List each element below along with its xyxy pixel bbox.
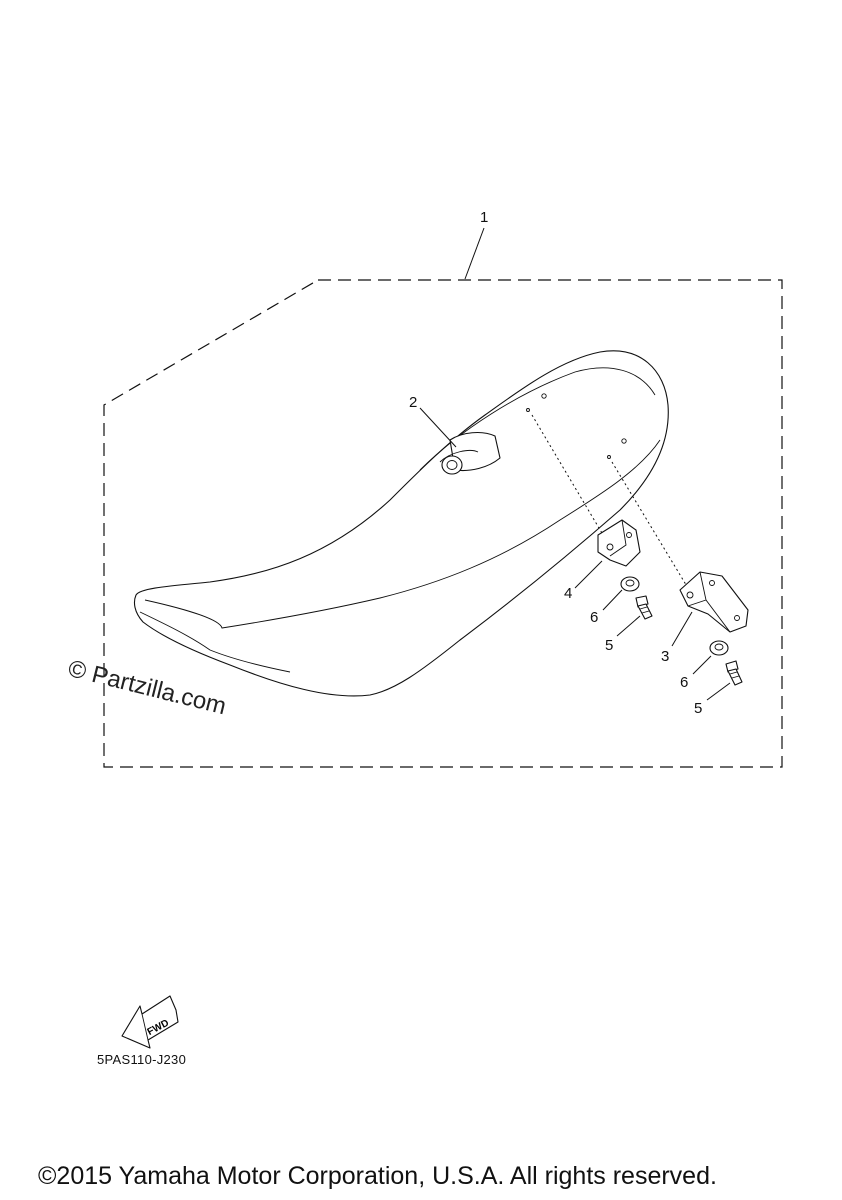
- callout-6-rear-leader: [692, 655, 712, 675]
- callout-6-front: 6: [590, 609, 598, 626]
- callout-4: 4: [564, 585, 572, 602]
- callout-5-front: 5: [605, 637, 613, 654]
- callout-5-front-leader: [616, 615, 641, 637]
- diagram-code: 5PAS110-J230: [97, 1052, 187, 1067]
- mount-hole: [541, 393, 547, 399]
- copyright-notice: ©2015 Yamaha Motor Corporation, U.S.A. A…: [38, 1162, 717, 1190]
- grab-strap: [439, 431, 501, 475]
- callout-1: 1: [480, 209, 488, 226]
- callout-5-rear: 5: [694, 700, 702, 717]
- callout-6-rear: 6: [680, 674, 688, 691]
- alignment-line-rear: [611, 461, 695, 599]
- seat-edge-line: [144, 439, 661, 629]
- callout-3-leader: [671, 611, 693, 647]
- callout-2: 2: [409, 394, 417, 411]
- callout-2-leader: [419, 407, 457, 448]
- seat-outline: [133, 350, 669, 697]
- callout-6-front-leader: [602, 589, 623, 611]
- seat-lower-trim: [139, 611, 291, 673]
- assembly-boundary: [103, 279, 783, 768]
- alignment-line-front: [531, 414, 613, 551]
- callout-4-leader: [574, 560, 603, 589]
- mount-hole: [526, 408, 530, 412]
- callout-1-leader: [464, 227, 485, 280]
- mount-hole: [621, 438, 627, 444]
- bolt-front: [635, 595, 653, 620]
- washer-front: [620, 576, 640, 592]
- rear-bracket: [679, 571, 749, 633]
- front-bracket: [597, 519, 641, 567]
- callout-5-rear-leader: [706, 682, 731, 701]
- washer-rear: [709, 640, 729, 656]
- callout-3: 3: [661, 648, 669, 665]
- mount-hole: [607, 455, 611, 459]
- seat: [133, 350, 669, 697]
- bolt-rear: [725, 660, 743, 686]
- fwd-arrow-icon: FWD: [121, 995, 179, 1049]
